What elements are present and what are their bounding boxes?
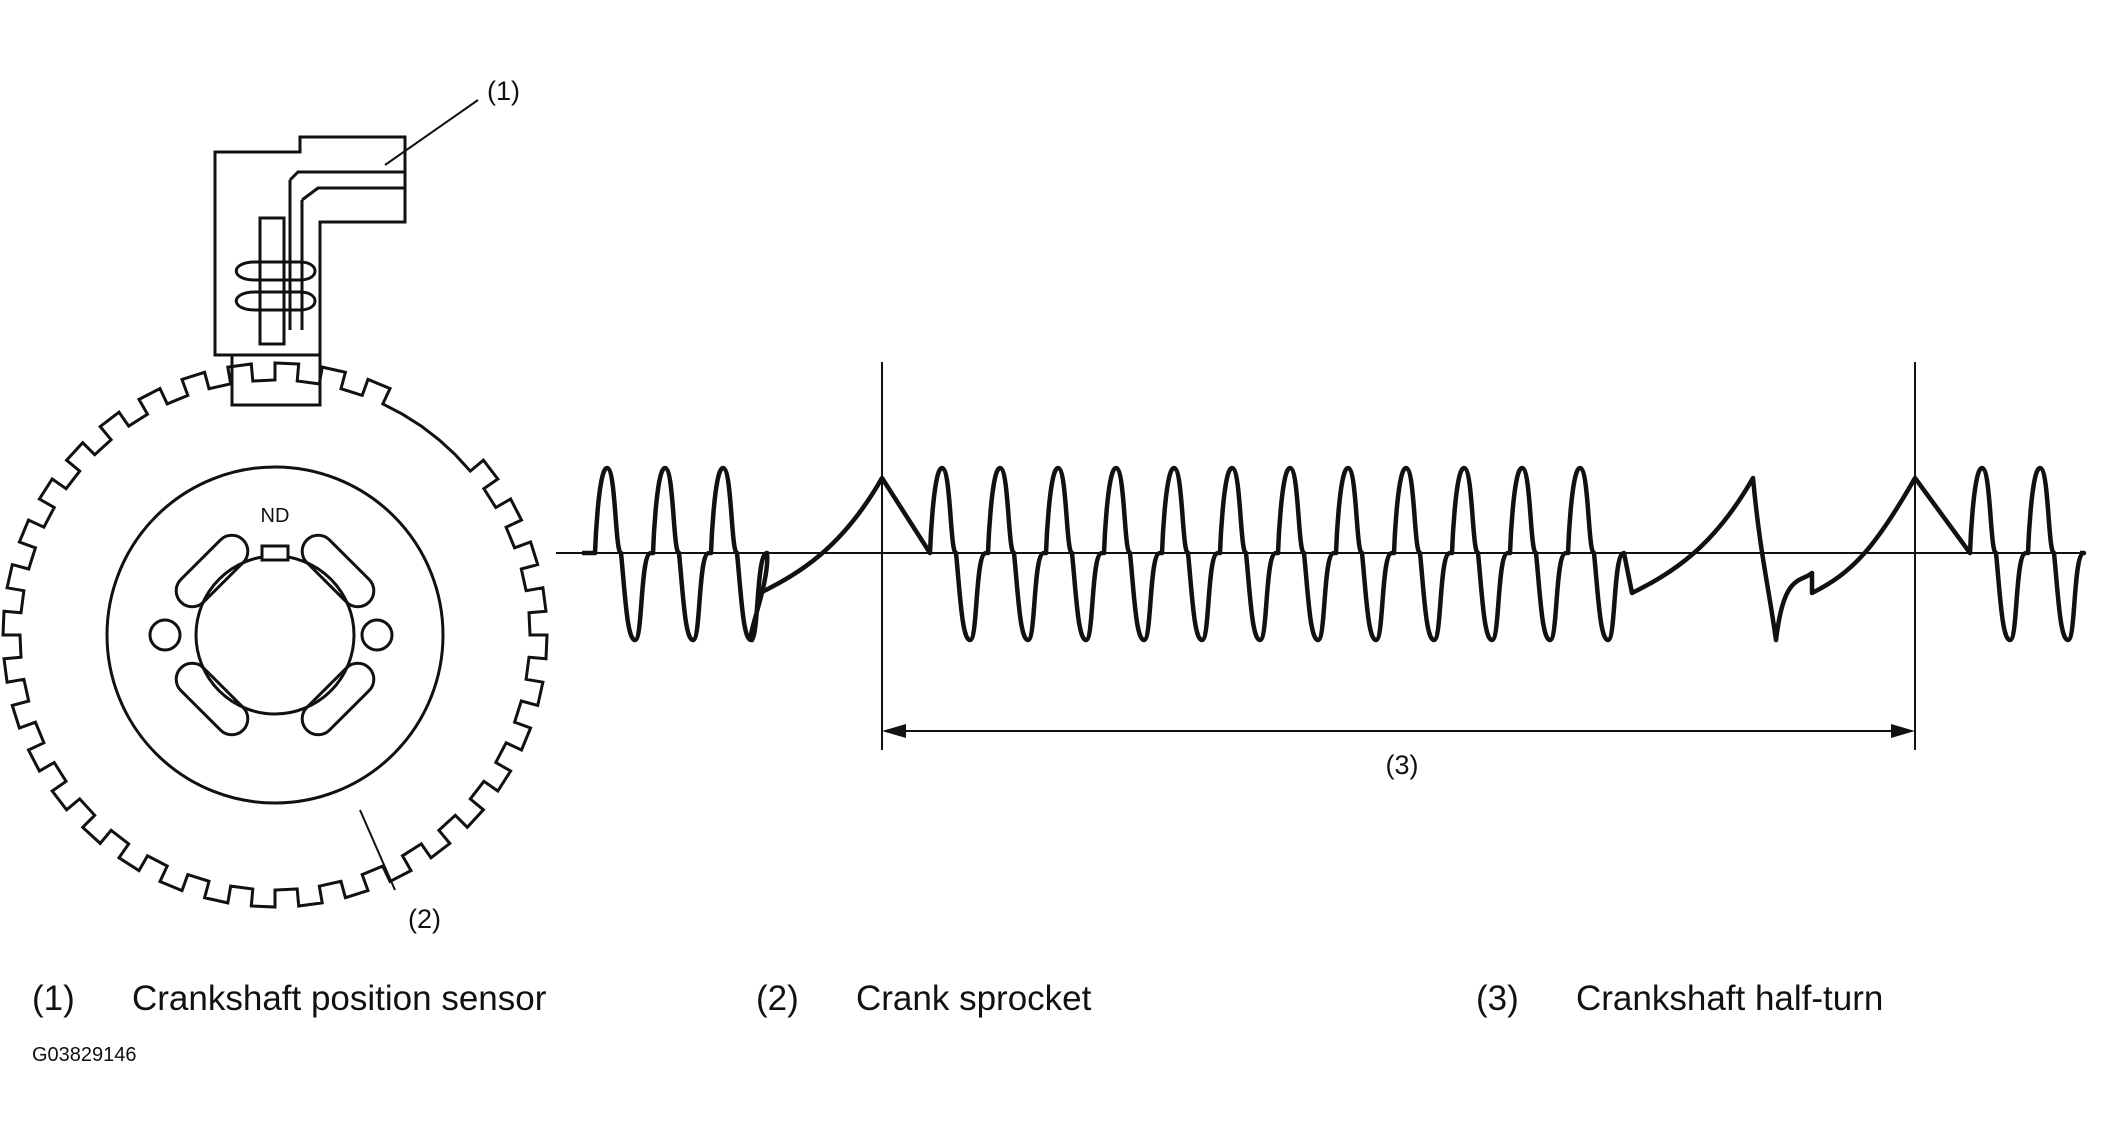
sensor-waveform bbox=[556, 362, 2087, 750]
sprocket-slots bbox=[174, 533, 376, 737]
waveform-signal bbox=[582, 465, 2087, 643]
callout-3: (3) bbox=[1386, 750, 1419, 780]
callout-leaders bbox=[359, 99, 479, 891]
sprocket-toothed-rim bbox=[1, 361, 549, 909]
legend-text-3: Crankshaft half-turn bbox=[1576, 979, 1884, 1018]
callout-1: (1) bbox=[487, 76, 520, 106]
callout-2: (2) bbox=[408, 904, 441, 934]
sprocket-marking: ND bbox=[261, 505, 290, 527]
figure-code: G03829146 bbox=[32, 1044, 137, 1066]
half-turn-dimension bbox=[882, 724, 1915, 738]
legend-item-3: (3) Crankshaft half-turn bbox=[1476, 974, 1883, 1024]
legend-number-2: (2) bbox=[756, 979, 799, 1018]
sprocket-hole-left bbox=[148, 618, 182, 652]
sprocket-hole-right bbox=[360, 618, 394, 652]
crankshaft-position-sensor bbox=[213, 135, 407, 407]
legend-text-1: Crankshaft position sensor bbox=[132, 979, 547, 1018]
legend-number-1: (1) bbox=[32, 979, 75, 1018]
legend-item-2: (2) Crank sprocket bbox=[756, 974, 1091, 1024]
crank-sprocket bbox=[1, 361, 549, 909]
legend-text-2: Crank sprocket bbox=[856, 979, 1092, 1018]
legend-item-1: (1) Crankshaft position sensor bbox=[32, 974, 546, 1024]
legend-number-3: (3) bbox=[1476, 979, 1519, 1018]
